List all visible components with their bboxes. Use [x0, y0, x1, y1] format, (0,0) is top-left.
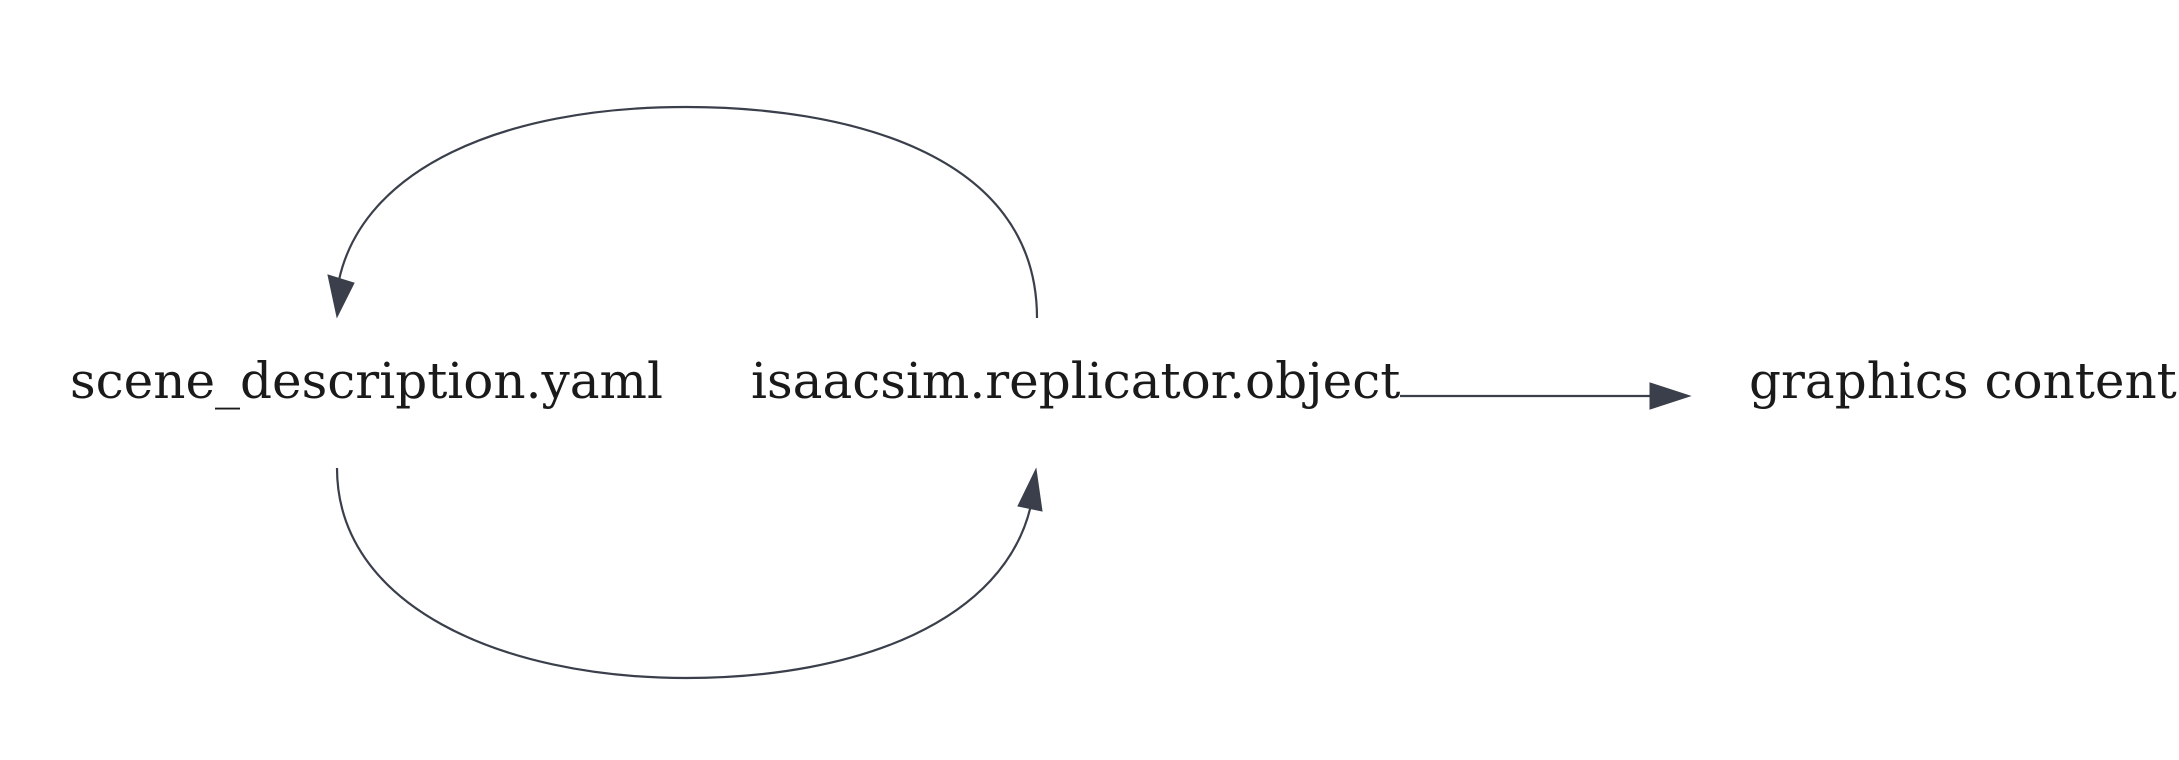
edge-replicator-to-graphics	[1400, 382, 1692, 410]
node-replicator-object: isaacsim.replicator.object	[751, 352, 1400, 410]
node-graphics-content: graphics content	[1749, 352, 2177, 410]
edge-replicator-to-scene-arrowhead	[327, 274, 355, 319]
edge-scene-to-replicator-line	[335, 467, 1033, 680]
edge-scene-to-replicator-arrowhead	[1017, 467, 1043, 512]
edge-scene-to-replicator	[335, 467, 1043, 680]
edge-replicator-to-graphics-arrowhead	[1649, 382, 1692, 410]
edge-replicator-to-scene	[327, 105, 1039, 319]
node-scene-description: scene_description.yaml	[70, 352, 663, 410]
edge-replicator-to-scene-line	[337, 105, 1039, 319]
